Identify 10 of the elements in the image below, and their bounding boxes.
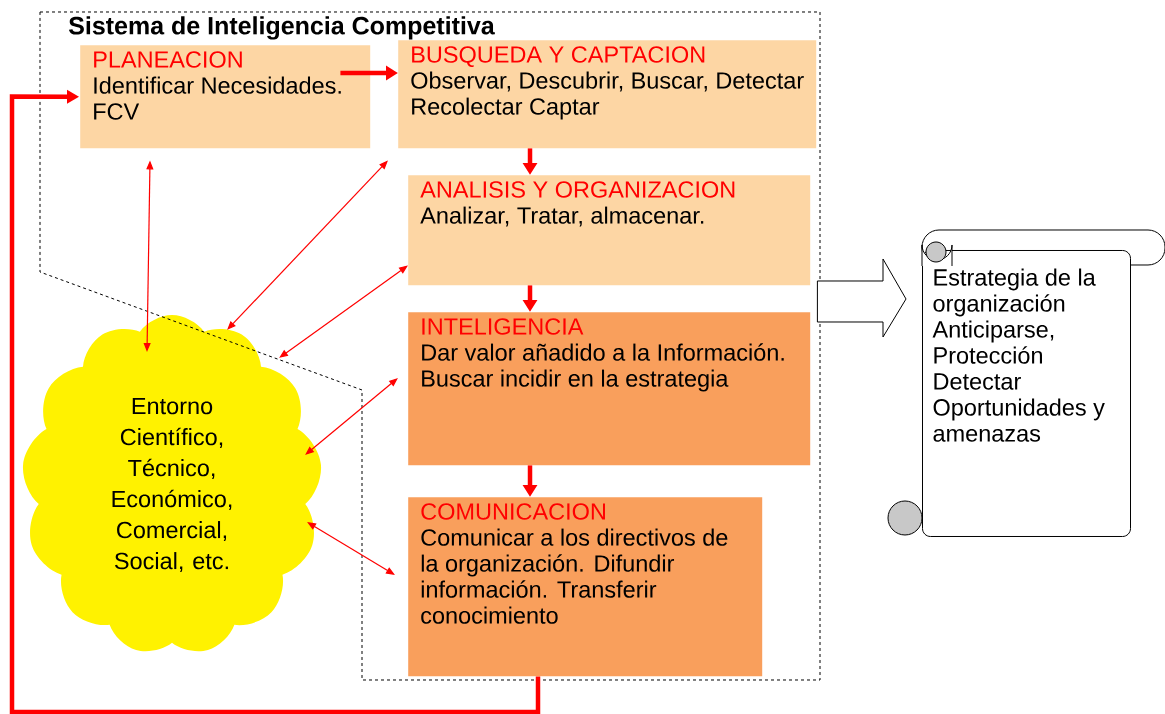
process-box: BUSQUEDA Y CAPTACION Observar, Descubrir, Buscar, Detectar Recolectar Captar	[398, 40, 817, 149]
arrow	[307, 522, 395, 575]
arrow	[279, 265, 408, 358]
block-arrow	[816, 258, 907, 338]
arrow	[9, 89, 541, 714]
process-box: PLANEACION Identificar Necesidades. FCV	[80, 45, 371, 149]
arrow	[305, 378, 398, 455]
process-box: INTELIGENCIA Dar valor añadido a la Información. Buscar incidir en la estrategia	[408, 312, 811, 466]
process-box: COMUNICACION Comunicar a los directivos de la organización. Difundir información. Transferir conocimiento	[408, 497, 763, 677]
process-box: ANALISIS Y ORGANIZACION Analizar, Tratar, almacenar.	[408, 175, 811, 286]
